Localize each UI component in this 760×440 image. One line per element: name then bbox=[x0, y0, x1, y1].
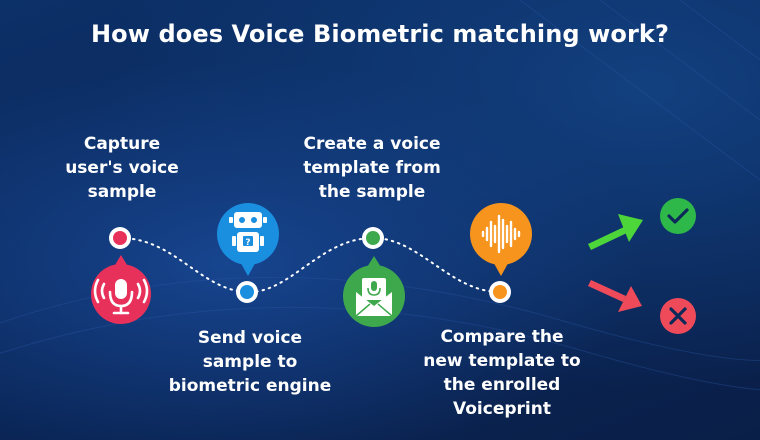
node-dot-send bbox=[236, 281, 258, 303]
step-label-line: biometric engine bbox=[168, 376, 332, 396]
success-arrow bbox=[588, 214, 643, 250]
node-dot-create bbox=[362, 227, 384, 249]
step-label-line: the sample bbox=[318, 182, 426, 202]
flow-dotted-path bbox=[119, 236, 501, 294]
cross-icon bbox=[660, 298, 696, 334]
node-dot-compare bbox=[489, 281, 511, 303]
microphone-waves-icon bbox=[91, 255, 151, 324]
check-icon bbox=[660, 198, 696, 234]
step-label-create: Create a voice template from the sample bbox=[292, 132, 452, 204]
page-title: How does Voice Biometric matching work? bbox=[90, 20, 670, 48]
step-label-line: the enrolled bbox=[443, 375, 561, 395]
failure-arrow bbox=[588, 280, 642, 312]
step-label-compare: Compare the new template to the enrolled… bbox=[412, 325, 592, 421]
step-label-line: Create a voice bbox=[303, 134, 441, 154]
soundwave-icon bbox=[470, 203, 532, 276]
step-label-line: Send voice bbox=[197, 328, 303, 348]
step-label-line: sample to bbox=[202, 352, 298, 372]
svg-text:?: ? bbox=[245, 238, 250, 248]
step-label-line: user's voice bbox=[65, 158, 179, 178]
step-label-line: Voiceprint bbox=[453, 399, 551, 419]
step-label-capture: Capture user's voice sample bbox=[62, 132, 182, 204]
robot-icon: ? bbox=[217, 203, 279, 276]
node-dot-capture bbox=[109, 227, 131, 249]
step-label-line: Capture bbox=[83, 134, 161, 154]
step-label-send: Send voice sample to biometric engine bbox=[160, 326, 340, 398]
envelope-mic-icon bbox=[343, 256, 405, 327]
step-label-line: new template to bbox=[423, 351, 581, 371]
step-label-line: template from bbox=[303, 158, 441, 178]
step-label-line: Compare the bbox=[440, 327, 564, 347]
step-label-line: sample bbox=[87, 182, 157, 202]
